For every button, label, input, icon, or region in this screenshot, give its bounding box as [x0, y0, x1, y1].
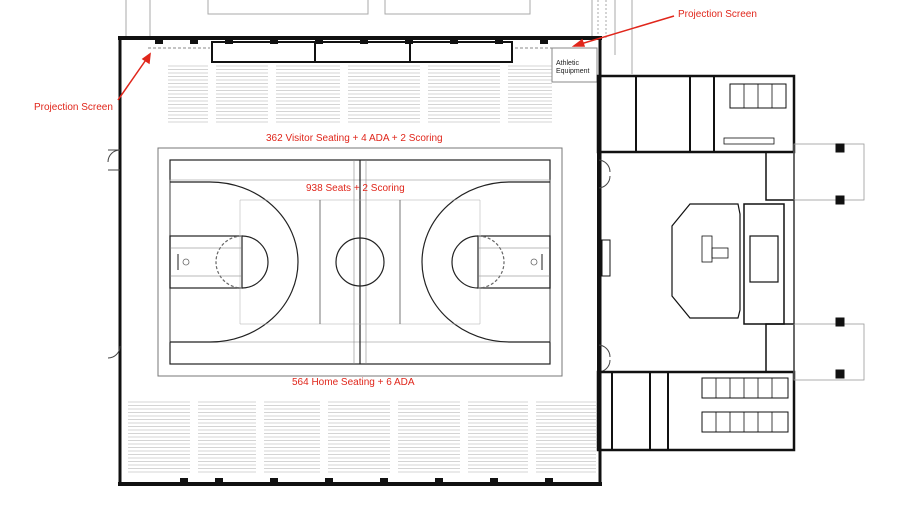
bleacher-aisle [460, 400, 468, 474]
court-runout [157, 147, 563, 377]
athletic-equipment-label: Athletic Equipment [556, 60, 589, 76]
athletic-equipment-line2: Equipment [556, 68, 590, 75]
court-seats-label: 938 Seats + 2 Scoring [306, 183, 405, 194]
lobby-building [596, 74, 865, 452]
athletic-equipment-room [551, 47, 598, 83]
projection-screen-label-left: Projection Screen [34, 102, 113, 113]
home-bleachers [128, 400, 596, 474]
visitor-seating-label: 362 Visitor Seating + 4 ADA + 2 Scoring [266, 133, 443, 144]
visitor-bleachers [168, 64, 552, 124]
home-seating-label: 564 Home Seating + 6 ADA [292, 377, 415, 388]
bleacher-aisle [268, 64, 276, 124]
bleacher-aisle [320, 400, 328, 474]
athletic-equipment-line1: Athletic [556, 60, 579, 67]
bleacher-aisle [528, 400, 536, 474]
bleacher-aisle [256, 400, 264, 474]
basketball-court [169, 159, 551, 365]
annotation-arrows [117, 15, 675, 101]
upper-press-box [211, 41, 513, 63]
gym-walls [118, 36, 602, 486]
bleacher-aisle [208, 64, 216, 124]
bleacher-aisle [390, 400, 398, 474]
bleacher-aisle [190, 400, 198, 474]
bleacher-aisle [500, 64, 508, 124]
projection-screen-label-top: Projection Screen [678, 9, 757, 20]
upper-context-lines [125, 0, 633, 74]
bleacher-aisle [340, 64, 348, 124]
bleacher-aisle [420, 64, 428, 124]
